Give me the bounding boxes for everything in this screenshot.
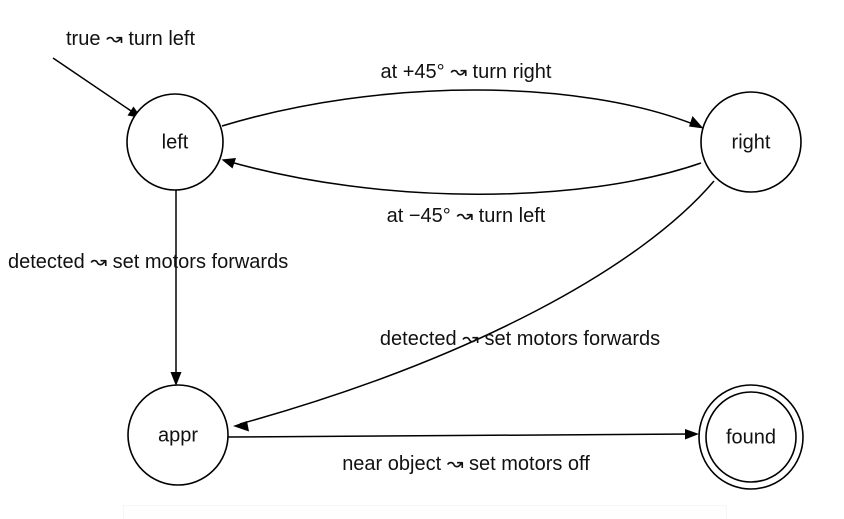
transition-left-to-right: at +45° ↝ turn right	[221, 61, 704, 129]
state-circle-right[interactable]	[700, 91, 802, 193]
transition-appr-to-found: near object ↝ set motors off	[227, 429, 699, 475]
state-node-appr[interactable]: appr	[127, 384, 229, 486]
arrowhead-right-to-left	[221, 158, 236, 169]
transition-label-right-to-appr: detected ↝ set motors forwards	[380, 328, 660, 350]
state-circle-appr[interactable]	[127, 384, 229, 486]
state-label-found: found	[726, 426, 776, 448]
state-label-appr: appr	[158, 424, 198, 446]
arrowhead-right-to-appr	[233, 421, 249, 432]
state-node-right[interactable]: right	[700, 91, 802, 193]
transition-label-left-to-appr: detected ↝ set motors forwards	[8, 251, 288, 273]
arrowhead-appr-to-found	[685, 429, 699, 440]
transition-init-to-left: true ↝ turn left	[52, 28, 195, 118]
transition-label-appr-to-found: near object ↝ set motors off	[342, 453, 590, 475]
state-node-left[interactable]: left	[126, 93, 224, 191]
state-label-left: left	[162, 131, 189, 153]
state-label-right: right	[732, 131, 771, 153]
transition-right-to-left: at −45° ↝ turn left	[221, 158, 702, 227]
transition-left-to-appr: detected ↝ set motors forwards	[8, 190, 288, 386]
arrowhead-left-to-right	[689, 116, 704, 129]
transition-label-left-to-right: at +45° ↝ turn right	[381, 61, 552, 83]
transition-right-to-appr: detected ↝ set motors forwards	[233, 180, 715, 432]
edge-appr-to-found-path	[227, 433, 693, 438]
state-node-found[interactable]: found	[698, 384, 804, 490]
state-circle-found-inner	[705, 391, 797, 483]
state-circle-left[interactable]	[126, 93, 224, 191]
edge-init-to-left-path	[52, 57, 138, 116]
edge-right-to-left-path	[226, 160, 702, 195]
transition-label-right-to-left: at −45° ↝ turn left	[387, 205, 546, 227]
edge-left-to-right-path	[221, 89, 699, 127]
arrowhead-left-to-appr	[170, 372, 182, 386]
edge-right-to-appr-path	[239, 180, 715, 425]
transition-label-init-to-left: true ↝ turn left	[66, 28, 195, 50]
